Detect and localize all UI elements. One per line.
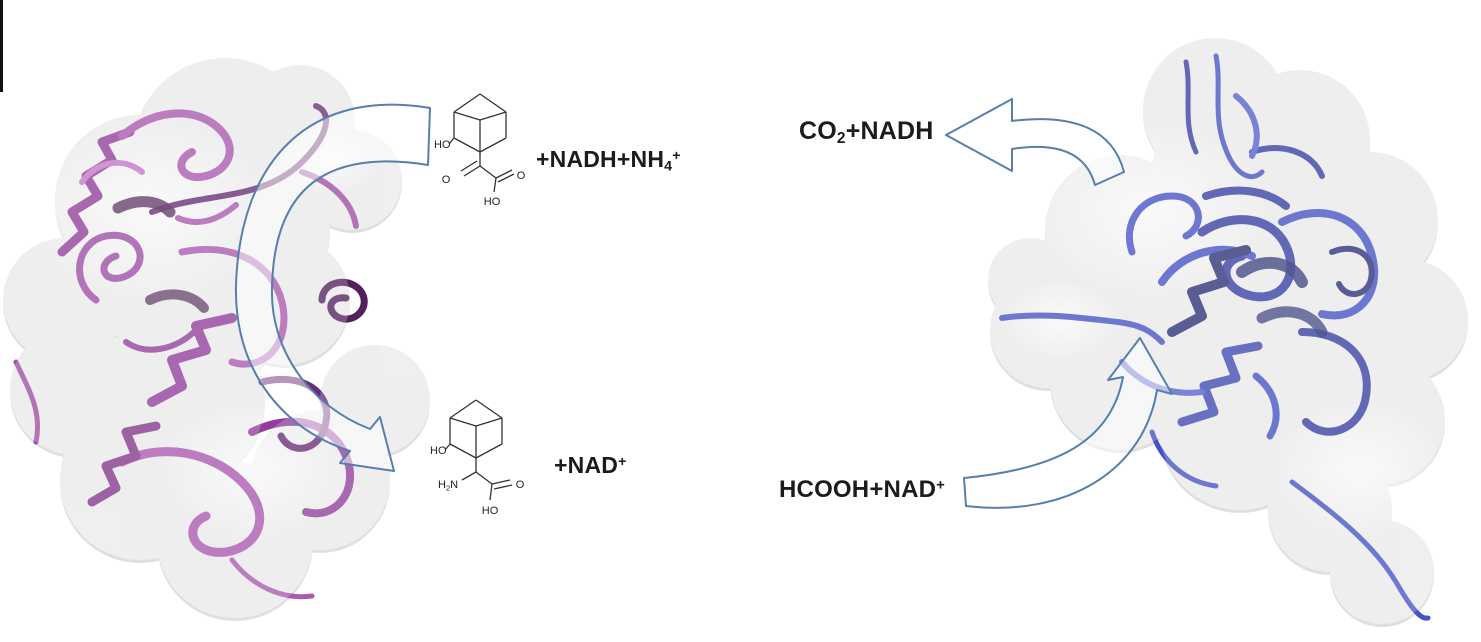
label-nadh-nh4-sub: 4	[664, 158, 673, 175]
arrow-formate-input	[963, 337, 1173, 509]
label-hcooh-nad: HCOOH+NAD+	[779, 476, 945, 504]
atom-label-keto-o: O	[442, 174, 451, 186]
label-co2-pre: CO	[799, 117, 837, 145]
atom-label-amine: H2N	[438, 479, 458, 493]
label-nadh-nh4-sup: +	[672, 147, 681, 164]
atom-label-acid-ho-bottom: HO	[482, 505, 499, 517]
label-nad: +NAD+	[554, 452, 627, 479]
atom-label-ho-ring-top: HO	[434, 139, 451, 151]
molecule-amino-acid: HO H2N O HO	[430, 399, 525, 517]
label-co2-post: +NADH	[845, 117, 934, 145]
label-nad-main: +NAD	[554, 452, 619, 478]
label-nadh-nh4-main: +NADH+NH	[536, 146, 665, 172]
atom-label-acid-ho-top: HO	[484, 196, 501, 208]
atom-label-acid-o-bottom: O	[516, 479, 525, 491]
screenshot-edge-artifact	[0, 0, 3, 92]
molecule-keto-acid: HO O O HO	[434, 93, 526, 208]
label-hcooh-sup: +	[936, 477, 946, 494]
reaction-arrow-left-cycle	[234, 103, 431, 472]
atom-label-ho-ring-bottom: HO	[430, 445, 447, 457]
label-nad-sup: +	[618, 453, 627, 470]
label-co2-sub: 2	[836, 129, 846, 147]
atom-label-acid-o-top: O	[517, 170, 526, 182]
label-co2-nadh: CO2+NADH	[799, 117, 934, 148]
arrow-co2-release	[945, 98, 1125, 186]
label-hcooh-main: HCOOH+NAD	[779, 476, 937, 503]
label-nadh-nh4: +NADH+NH4+	[536, 146, 681, 175]
